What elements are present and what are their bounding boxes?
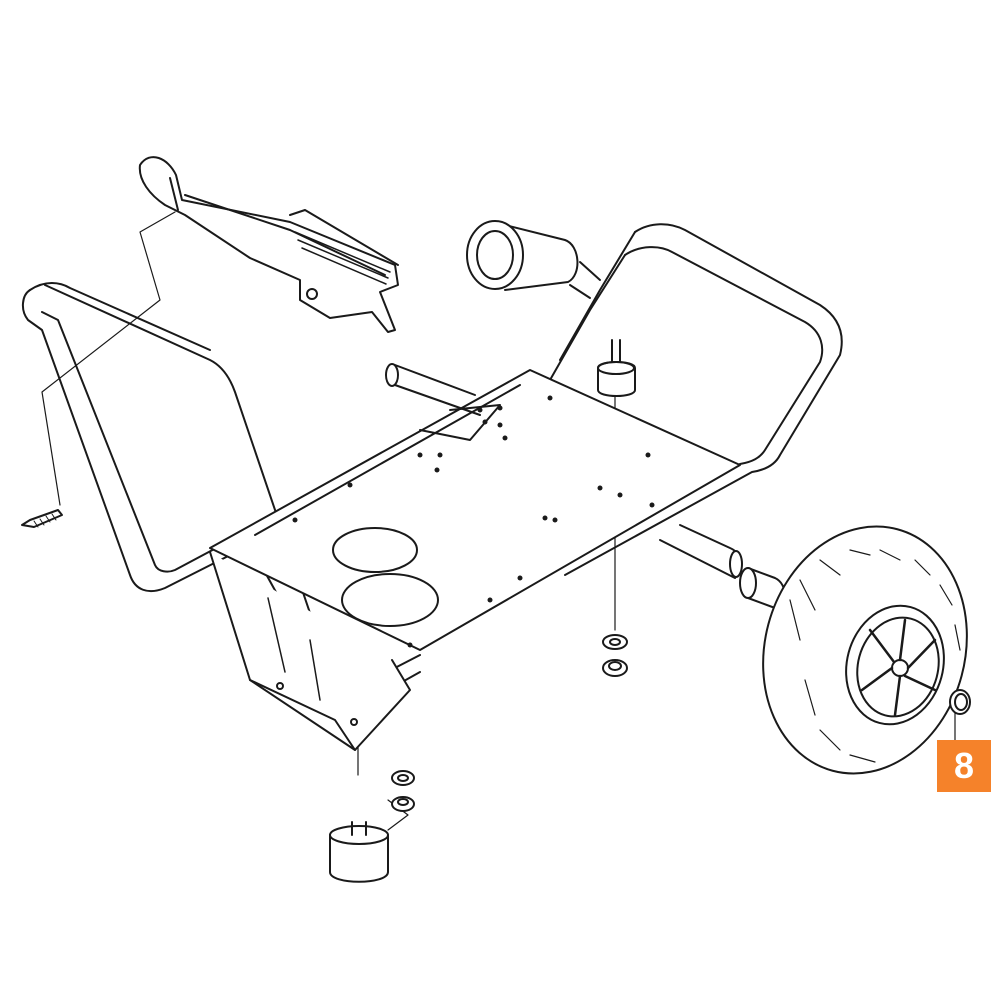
base-plate[interactable] bbox=[209, 369, 741, 651]
axle-spacer[interactable] bbox=[739, 567, 786, 609]
callout-box bbox=[937, 740, 991, 792]
rubber-foot-front[interactable] bbox=[329, 821, 389, 883]
axle[interactable] bbox=[385, 363, 743, 579]
push-handle-bar[interactable] bbox=[466, 220, 601, 299]
handle-grip[interactable] bbox=[138, 156, 399, 333]
callout-number-8: 8 bbox=[953, 745, 975, 786]
screw[interactable] bbox=[21, 509, 63, 528]
tube-frame[interactable] bbox=[22, 223, 843, 706]
wheel-cap[interactable] bbox=[949, 689, 971, 715]
support-bracket[interactable] bbox=[209, 551, 411, 751]
wheel[interactable] bbox=[736, 503, 994, 796]
washers[interactable] bbox=[391, 634, 628, 812]
rubber-foot[interactable] bbox=[597, 339, 636, 397]
